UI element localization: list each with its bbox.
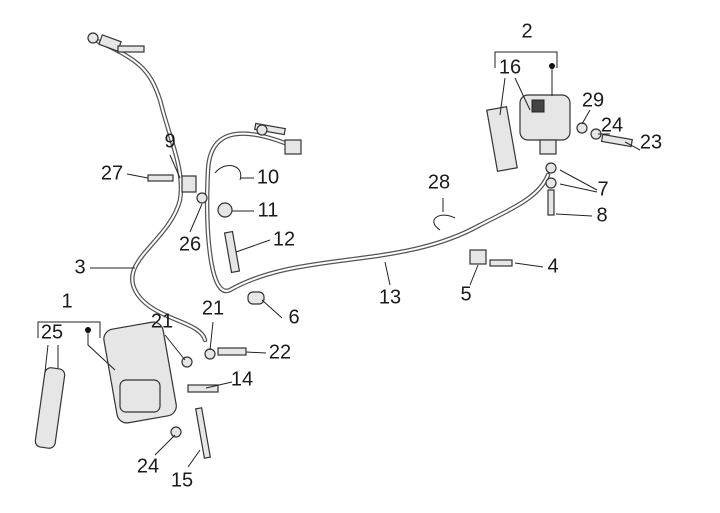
callout-26: 26 bbox=[179, 233, 201, 255]
callout-6: 6 bbox=[288, 306, 299, 328]
callout-25: 25 bbox=[41, 321, 63, 343]
brake-hose-3 bbox=[92, 37, 208, 343]
callout-14: 14 bbox=[231, 368, 253, 390]
callout-13: 13 bbox=[379, 286, 401, 308]
callout-2: 2 bbox=[521, 20, 532, 42]
callout-23: 23 bbox=[640, 131, 662, 153]
callout-7: 7 bbox=[597, 178, 608, 200]
leader-lines bbox=[37, 51, 641, 468]
master-cylinder-2 bbox=[486, 94, 633, 216]
small-parts bbox=[147, 165, 513, 305]
callout-24b: 24 bbox=[137, 455, 159, 477]
callout-27: 27 bbox=[101, 162, 123, 184]
callout-9: 9 bbox=[164, 130, 175, 152]
callout-24: 24 bbox=[601, 114, 623, 136]
callout-3: 3 bbox=[74, 256, 85, 278]
callout-4: 4 bbox=[547, 255, 558, 277]
callout-16: 16 bbox=[499, 56, 521, 78]
callout-15: 15 bbox=[171, 469, 193, 491]
callout-8: 8 bbox=[596, 204, 607, 226]
callout-10: 10 bbox=[257, 166, 279, 188]
callout-5: 5 bbox=[460, 283, 471, 305]
callout-22: 22 bbox=[269, 341, 291, 363]
callout-21a: 21 bbox=[202, 297, 224, 319]
callout-29: 29 bbox=[582, 89, 604, 111]
callout-21b: 21 bbox=[151, 310, 173, 332]
callout-labels: 2 16 29 24 23 7 8 28 4 5 13 9 27 10 11 2… bbox=[41, 20, 662, 491]
hose-fitting-top bbox=[87, 32, 302, 155]
callout-1: 1 bbox=[61, 290, 72, 312]
callout-28: 28 bbox=[428, 171, 450, 193]
callout-12: 12 bbox=[273, 228, 295, 250]
callout-11: 11 bbox=[258, 199, 279, 221]
brake-hose-13 bbox=[204, 131, 551, 294]
brake-caliper-1 bbox=[34, 321, 247, 459]
